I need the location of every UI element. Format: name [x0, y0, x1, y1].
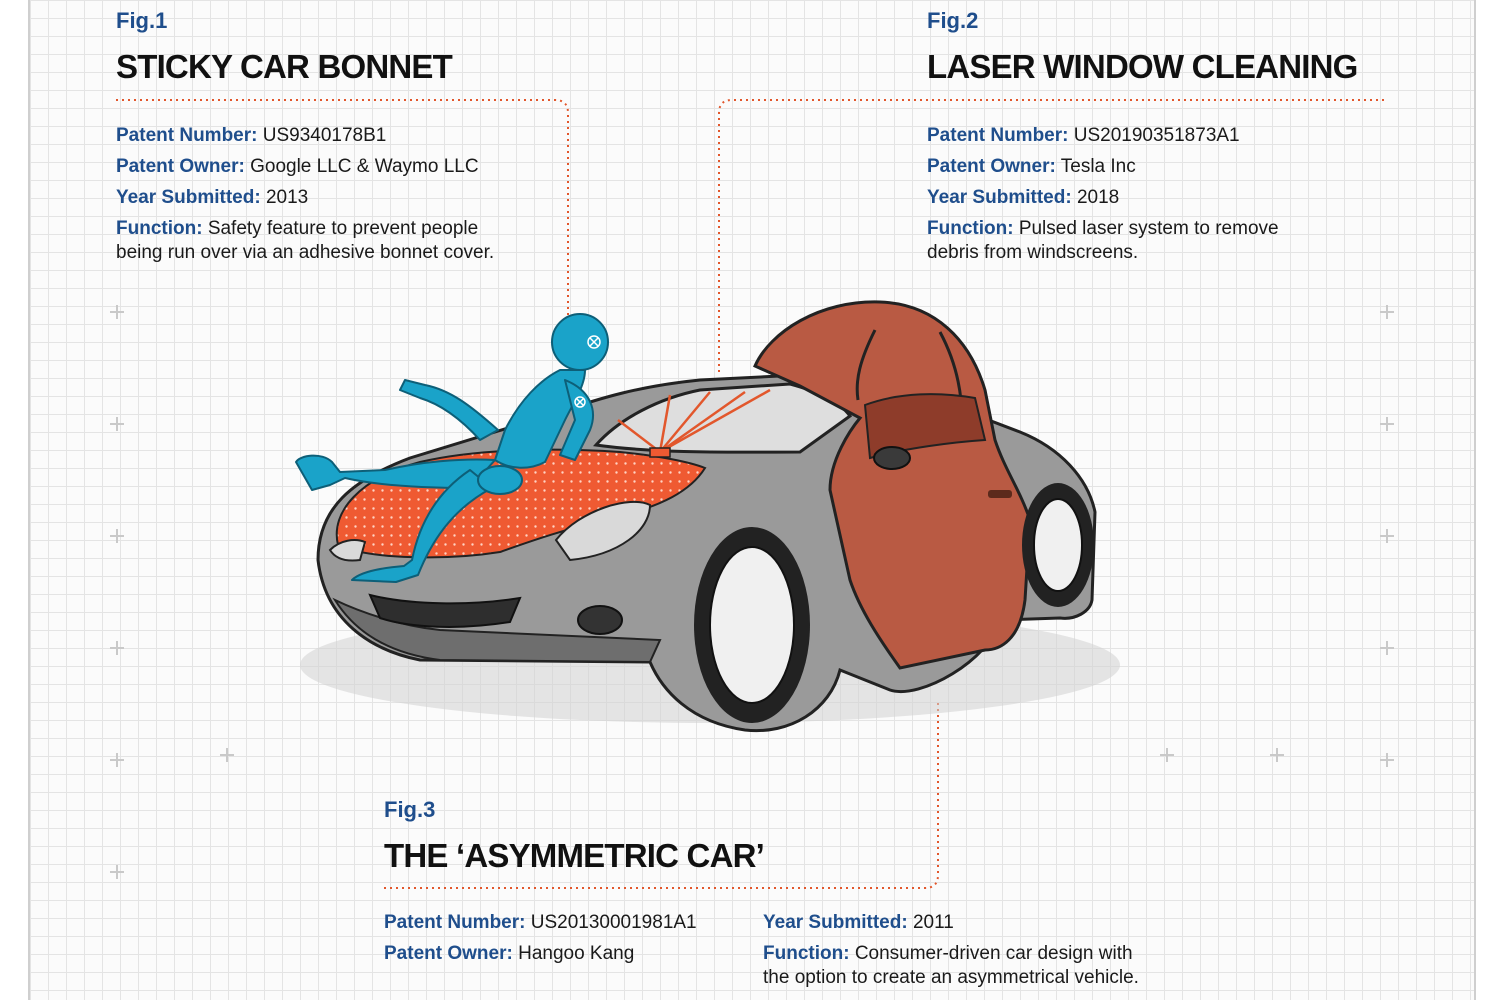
- fig1-function-label: Function:: [116, 218, 203, 239]
- fig2-number: Fig.2: [927, 8, 1407, 34]
- fig1-function-line1: Safety feature to prevent people: [208, 218, 478, 239]
- fig1-patent-owner: Google LLC & Waymo LLC: [250, 156, 478, 177]
- fig1-details: Patent Number: US9340178B1 Patent Owner:…: [116, 124, 576, 265]
- fig2-patent-owner: Tesla Inc: [1061, 156, 1136, 177]
- fig3-year: 2011: [913, 912, 954, 933]
- fig3-function-line2: the option to create an asymmetrical veh…: [763, 966, 1223, 990]
- fig1-patent-number-label: Patent Number:: [116, 125, 257, 146]
- fig2-function-line2: debris from windscreens.: [927, 241, 1387, 265]
- fig3-number: Fig.3: [384, 797, 904, 823]
- fig2-block: Fig.2 LASER WINDOW CLEANING: [927, 8, 1407, 86]
- fig2-title: LASER WINDOW CLEANING: [927, 48, 1407, 86]
- fig2-year: 2018: [1077, 187, 1119, 208]
- fig2-function-label: Function:: [927, 218, 1014, 239]
- fig3-patent-number-label: Patent Number:: [384, 912, 525, 933]
- fig1-block: Fig.1 STICKY CAR BONNET: [116, 8, 596, 86]
- fig1-patent-owner-label: Patent Owner:: [116, 156, 245, 177]
- fig3-function-label: Function:: [763, 943, 850, 964]
- fig3-block: Fig.3 THE ‘ASYMMETRIC CAR’: [384, 797, 904, 875]
- fig3-patent-owner: Hangoo Kang: [518, 943, 634, 964]
- fig1-function-line2: being run over via an adhesive bonnet co…: [116, 241, 576, 265]
- fig3-year-label: Year Submitted:: [763, 912, 908, 933]
- fig2-function-line1: Pulsed laser system to remove: [1019, 218, 1279, 239]
- fig3-title: THE ‘ASYMMETRIC CAR’: [384, 837, 904, 875]
- fig3-patent-owner-label: Patent Owner:: [384, 943, 513, 964]
- fig2-year-label: Year Submitted:: [927, 187, 1072, 208]
- fig1-year-label: Year Submitted:: [116, 187, 261, 208]
- fig3-details-right: Year Submitted: 2011 Function: Consumer-…: [763, 911, 1223, 990]
- fig1-patent-number: US9340178B1: [263, 125, 387, 146]
- fig2-details: Patent Number: US20190351873A1 Patent Ow…: [927, 124, 1387, 265]
- fig3-patent-number: US20130001981A1: [531, 912, 697, 933]
- fig1-number: Fig.1: [116, 8, 596, 34]
- fig3-details-left: Patent Number: US20130001981A1 Patent Ow…: [384, 911, 754, 966]
- fig2-patent-number-label: Patent Number:: [927, 125, 1068, 146]
- front-wheel: [694, 527, 810, 723]
- fig2-patent-owner-label: Patent Owner:: [927, 156, 1056, 177]
- fig2-patent-number: US20190351873A1: [1074, 125, 1240, 146]
- fig1-year: 2013: [266, 187, 308, 208]
- laser-emitter: [650, 448, 670, 457]
- fig3-function-line1: Consumer-driven car design with: [855, 943, 1133, 964]
- rear-wheel: [1022, 483, 1094, 607]
- fig1-title: STICKY CAR BONNET: [116, 48, 596, 86]
